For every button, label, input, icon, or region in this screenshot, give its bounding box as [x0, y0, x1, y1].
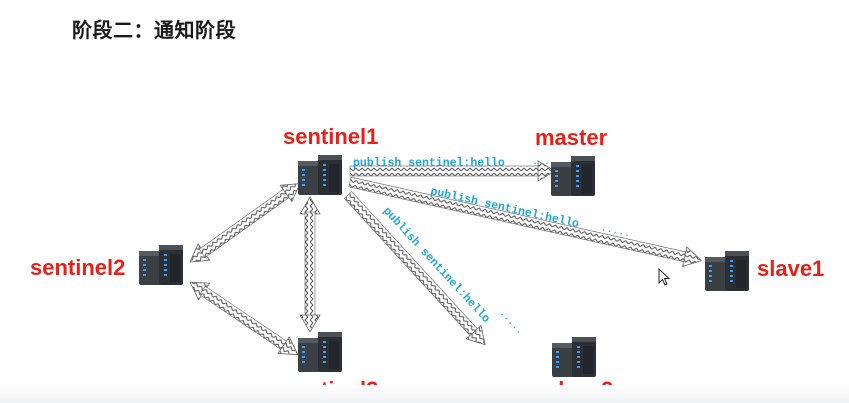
arrow-sentinel1-to-slave1 — [348, 176, 703, 268]
sentinel2-label: sentinel2 — [30, 255, 125, 280]
dots-to-master: ····· — [532, 159, 562, 170]
arrow-sentinel1-to-slave2 — [343, 191, 486, 346]
slide-title: 阶段二：通知阶段 — [72, 18, 236, 42]
arrow-sentinel1-sentinel3 — [299, 196, 321, 333]
arrow-sentinel1-sentinel2 — [189, 183, 301, 263]
arrow-sentinel1-to-master — [349, 160, 556, 182]
message-to-master: publish sentinel:hello — [353, 157, 505, 170]
sentinel3-server-icon — [298, 332, 342, 372]
slave1-server-icon — [705, 251, 749, 291]
master-server-icon — [551, 156, 595, 196]
mouse-cursor-icon — [658, 267, 671, 286]
dots-to-slave2: ····· — [495, 309, 523, 339]
slave2-server-icon — [552, 337, 596, 377]
slave1-label: slave1 — [757, 256, 824, 281]
sentinel2-server-icon — [139, 245, 183, 285]
sentinel1-server-icon — [298, 155, 342, 195]
sentinel1-label: sentinel1 — [283, 124, 378, 149]
message-to-slave2: publish sentinel:hello — [380, 205, 492, 326]
arrow-sentinel2-sentinel3 — [189, 281, 299, 356]
master-label: master — [535, 125, 608, 150]
bottom-band — [0, 385, 849, 403]
